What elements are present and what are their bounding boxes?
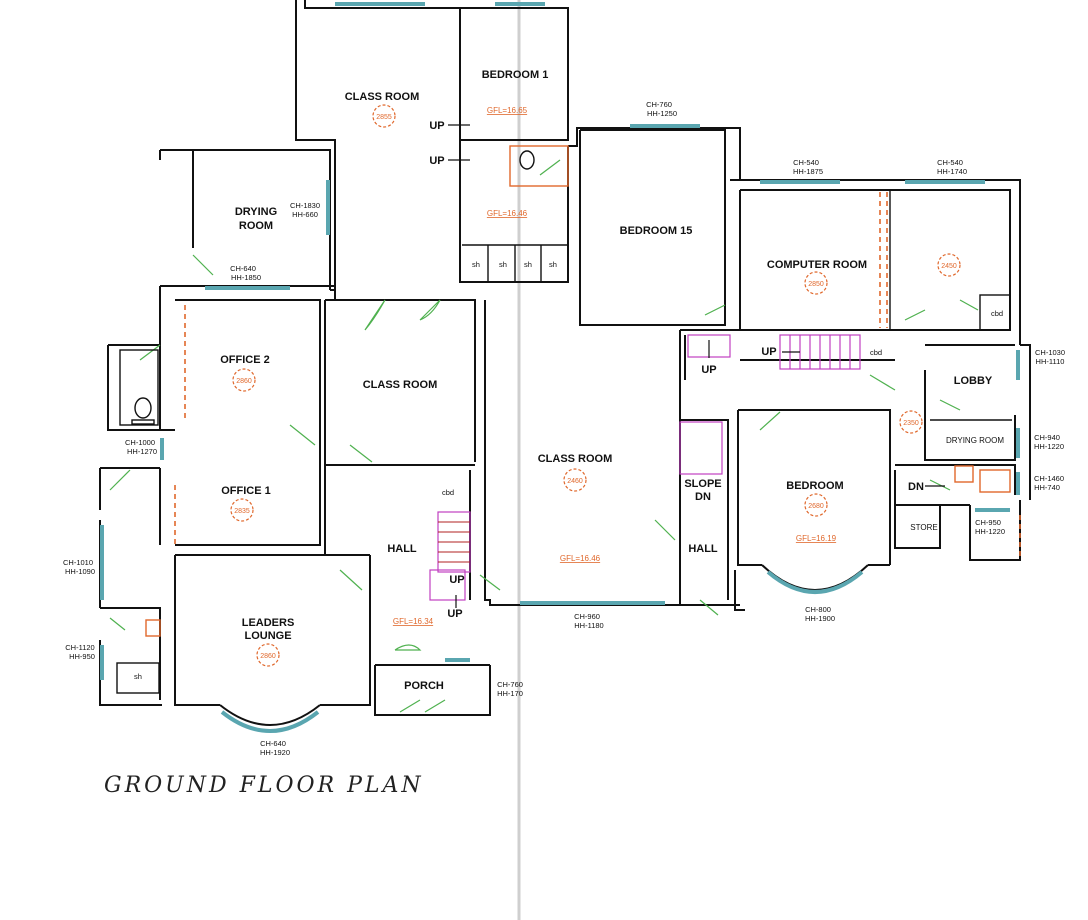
room-class-room-mid: CLASS ROOM [363,379,438,391]
win-ch: CH-1460 [1034,474,1064,483]
label-up-4: UP [447,608,462,620]
room-computer-room: COMPUTER ROOM [767,259,867,271]
win-hh: HH-1110 [1036,357,1065,366]
label-up-5: UP [701,364,716,376]
win-ch: CH-760 [497,680,523,689]
room-hall-right: HALL [688,543,718,555]
gfl-bedroom-1: GFL=16.65 [487,106,528,115]
win-hh: HH-1875 [793,167,823,176]
win-ch: CH-1830 [290,201,320,210]
win-hh: HH-950 [69,652,95,661]
win-ch: CH-540 [793,158,819,167]
label-sh-5: sh [134,672,142,681]
win-ch: CH-950 [975,518,1001,527]
dashed-partitions [174,192,1021,558]
height-2450: 2450 [941,263,957,270]
win-ch: CH-640 [230,264,256,273]
label-sh-4: sh [549,260,557,269]
room-leaders-lounge: LEADERS [242,617,295,629]
win-hh: HH-1740 [937,167,967,176]
room-office-1: OFFICE 1 [221,485,271,497]
doors [109,159,979,713]
room-hall-left: HALL [387,543,417,555]
height-computer: 2850 [808,281,824,288]
label-up-2: UP [429,155,444,167]
label-sh-2: sh [499,260,507,269]
sanitary-fixtures [119,150,535,637]
height-office1: 2835 [234,508,250,515]
height-class-top: 2855 [376,114,392,121]
label-cbd-1: cbd [442,488,454,497]
height-lounge: 2860 [260,653,276,660]
win-hh: HH-1220 [975,527,1005,536]
gfl-hall: GFL=16.34 [393,617,434,626]
win-hh: HH-1180 [574,621,603,630]
right-walls [576,127,1031,611]
height-2350: 2350 [903,420,919,427]
room-lobby: LOBBY [954,375,993,387]
room-slope: SLOPE [684,478,721,490]
ceiling-height-markers: 2855 2850 2450 2860 2460 2835 2860 2680 … [230,104,961,667]
label-cbd-2: cbd [870,348,882,357]
win-ch: CH-800 [805,605,831,614]
room-bedroom-15: BEDROOM 15 [620,225,693,237]
height-bedroom: 2680 [808,503,824,510]
room-drying-room-line2: ROOM [239,220,273,232]
height-class-right: 2460 [567,478,583,485]
room-class-room-right: CLASS ROOM [538,453,613,465]
win-ch: CH-940 [1034,433,1060,442]
label-dn: DN [908,481,924,493]
room-store: STORE [910,523,937,532]
win-hh: HH-1900 [805,614,835,623]
room-porch: PORCH [404,680,444,692]
room-bedroom: BEDROOM [786,480,843,492]
win-ch: CH-760 [646,100,672,109]
gfl-class: GFL=16.46 [560,554,601,563]
win-hh: HH-1920 [260,748,290,757]
room-office-2: OFFICE 2 [220,354,270,366]
win-hh: HH-740 [1034,483,1060,492]
hall-landing [429,569,466,601]
win-hh: HH-1270 [127,447,157,456]
room-leaders-lounge-line2: LOUNGE [244,630,291,642]
win-hh: HH-660 [292,210,318,219]
room-bedroom-1: BEDROOM 1 [482,69,549,81]
label-up-3: UP [449,574,464,586]
label-sh-3: sh [524,260,532,269]
bathroom-fixture [509,145,569,187]
win-ch: CH-1010 [63,558,93,567]
win-ch: CH-1000 [125,438,155,447]
room-drying-room: DRYING [235,206,277,218]
height-office2: 2860 [236,378,252,385]
room-drying-room-right: DRYING ROOM [946,436,1004,445]
plan-title: GROUND FLOOR PLAN [104,773,424,798]
gfl-bedroom: GFL=16.19 [796,534,837,543]
gfl-bath: GFL=16.46 [487,209,528,218]
win-ch: CH-960 [574,612,600,621]
room-class-room-top: CLASS ROOM [345,91,420,103]
room-slope-dn: DN [695,491,711,503]
label-cbd-3: cbd [991,309,1003,318]
win-hh: HH-1850 [231,273,261,282]
windows [100,2,1020,733]
win-hh: HH-1090 [65,567,95,576]
win-hh: HH-1220 [1034,442,1064,451]
win-ch: CH-540 [937,158,963,167]
win-hh: HH-170 [497,689,523,698]
win-ch: CH-640 [260,739,286,748]
label-up-1: UP [429,120,444,132]
win-ch: CH-1120 [65,643,94,652]
win-ch: CH-1030 [1035,348,1065,357]
label-up-6: UP [761,346,776,358]
window-spec-labels: CH-760 HH-1250 CH-540 HH-1875 CH-540 HH-… [63,100,1065,757]
label-sh-1: sh [472,260,480,269]
win-hh: HH-1250 [647,109,677,118]
